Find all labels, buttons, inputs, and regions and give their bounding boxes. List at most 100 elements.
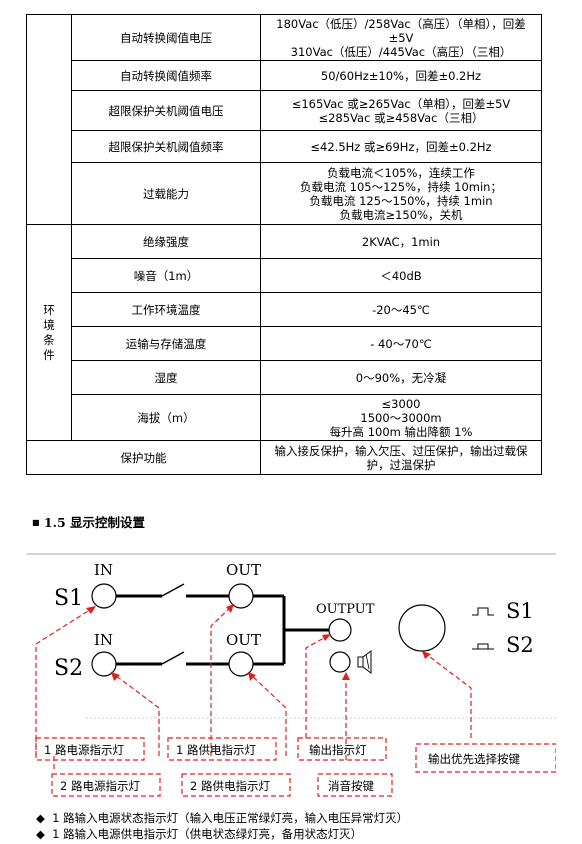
table-row: 保护功能输入接反保护，输入欠压、过压保护，输出过载保护，过温保护 — [26, 440, 542, 475]
note-1-text: 1 路输入电源状态指示灯（输入电压正常绿灯亮，输入电压异常灯灭） — [52, 811, 409, 825]
spec-label: 运输与存储温度 — [71, 326, 261, 361]
table-row: 超限保护关机阈值电压≤165Vac 或≥265Vac（单相），回差±5V≤285… — [27, 90, 542, 131]
callout-boxes — [35, 737, 556, 797]
spec-value-line: 输入接反保护，输入欠压、过压保护，输出过载保 — [274, 443, 528, 458]
spec-value: ＜40dB — [260, 258, 542, 293]
switch-2 — [161, 651, 185, 665]
speaker-icon — [357, 650, 372, 674]
s1-label-left: S1 — [54, 586, 83, 611]
callout-output: 输出指示灯 — [309, 743, 367, 757]
spec-label: 过载能力 — [71, 162, 261, 225]
in-label-bottom: IN — [94, 631, 113, 649]
leader-output — [305, 633, 332, 738]
category-char: 境 — [43, 317, 55, 332]
spec-value-line: 负载电流＜105%，连续工作 — [327, 165, 475, 180]
category-char: 条 — [43, 332, 55, 347]
leader-in1 — [35, 605, 97, 756]
category-cell-power — [26, 14, 72, 225]
spec-value-line: 0～90%，无冷凝 — [355, 370, 447, 385]
in-label-top: IN — [94, 561, 113, 579]
spec-value: ≤42.5Hz 或≥69Hz，回差±0.2Hz — [260, 130, 542, 163]
callout-in1: 1 路电源指示灯 — [44, 743, 124, 757]
table-row: 自动转换阈值频率 50/60Hz±10%，回差±0.2Hz — [27, 60, 542, 91]
panel-svg: IN OUT IN OUT OUTPUT S1 S2 — [26, 553, 556, 797]
spec-value-line: 负载电流 125～150%，持续 1min — [309, 193, 493, 208]
out2-indicator — [228, 651, 254, 677]
table-row: 超限保护关机阈值频率 ≤42.5Hz 或≥69Hz，回差±0.2Hz — [27, 130, 542, 163]
spec-value: 50/60Hz±10%，回差±0.2Hz — [260, 60, 542, 91]
spec-label: 自动转换阈值频率 — [71, 60, 261, 91]
spec-value-line: 负载电流 105～125%，持续 10min； — [300, 179, 502, 194]
spec-value-line: ≤3000 — [381, 396, 421, 411]
spec-value-line: ＜40dB — [380, 268, 422, 283]
spec-value: ≤165Vac 或≥265Vac（单相），回差±5V≤285Vac 或≥458V… — [260, 90, 542, 131]
spec-value-line: 50/60Hz±10%，回差±0.2Hz — [320, 68, 482, 83]
spec-label: 保护功能 — [26, 440, 261, 475]
spec-value-line: -20～45℃ — [372, 302, 430, 317]
callout-out1: 1 路供电指示灯 — [176, 743, 256, 757]
in1-indicator — [91, 583, 117, 609]
spec-value-line: 310Vac（低压）/445Vac（高压）（三相） — [290, 44, 512, 59]
leader-priority — [421, 650, 472, 738]
table-row: 工作环境温度 -20～45℃ — [27, 292, 542, 327]
diamond-bullet-icon: ◆ — [36, 827, 45, 841]
spec-value: 0～90%，无冷凝 — [260, 360, 542, 395]
output-indicator — [328, 618, 352, 642]
s2-label-right: S2 — [506, 633, 534, 657]
category-char: 件 — [43, 347, 55, 362]
heading-text: 1.5 显示控制设置 — [43, 515, 146, 530]
spec-value-line: 1500～3000m — [360, 410, 442, 425]
spec-label: 自动转换阈值电压 — [71, 14, 261, 61]
spec-value-line: 180Vac（低压）/258Vac（高压）（单相），回差±5V — [276, 16, 526, 45]
spec-label: 超限保护关机阈值电压 — [71, 90, 261, 131]
leader-in2 — [110, 671, 160, 756]
spec-value-line: 每升高 100m 输出降额 1% — [329, 424, 473, 439]
spec-value-line: ≤42.5Hz 或≥69Hz，回差±0.2Hz — [310, 139, 492, 154]
category-cell-environment: 环境条件 — [26, 224, 72, 441]
display-panel-diagram: IN OUT IN OUT OUTPUT S1 S2 — [26, 548, 556, 808]
spec-label: 超限保护关机阈值频率 — [71, 130, 261, 163]
mute-button — [329, 651, 351, 673]
spec-value-line: ≤165Vac 或≥265Vac（单相），回差±5V — [291, 96, 511, 111]
s1-button-icon — [472, 607, 494, 616]
spec-value-line: - 40～70℃ — [370, 336, 432, 351]
table-row: 噪音（1m）＜40dB — [27, 258, 542, 293]
category-char: 环 — [43, 302, 55, 317]
s1-label-right: S1 — [506, 599, 534, 623]
s2-label-left: S2 — [54, 656, 83, 681]
spec-value-line: 负载电流≥150%，关机 — [339, 207, 463, 222]
out-label-bottom: OUT — [226, 631, 261, 649]
spec-value-line: 2KVAC，1min — [361, 234, 441, 249]
spec-value: 输入接反保护，输入欠压、过压保护，输出过载保护，过温保护 — [260, 440, 542, 475]
arrowheads — [86, 604, 431, 681]
spec-label: 绝缘强度 — [71, 224, 261, 259]
note-1: ◆ 1 路输入电源状态指示灯（输入电压正常绿灯亮，输入电压异常灯灭） — [36, 810, 408, 826]
out-label-top: OUT — [226, 561, 261, 579]
spec-value: 负载电流＜105%，连续工作负载电流 105～125%，持续 10min；负载电… — [260, 162, 542, 225]
spec-value-line: ≤285Vac 或≥458Vac（三相） — [318, 110, 484, 125]
spec-value: -20～45℃ — [260, 292, 542, 327]
spec-label: 海拔（m） — [71, 394, 261, 441]
note-2: ◆ 1 路输入电源供电指示灯（供电状态绿灯亮，备用状态灯灭） — [36, 826, 362, 842]
callout-in2: 2 路电源指示灯 — [60, 779, 140, 793]
spec-value: 2KVAC，1min — [260, 224, 542, 259]
leader-out2 — [247, 671, 287, 756]
callout-out2: 2 路供电指示灯 — [190, 779, 270, 793]
output-label: OUTPUT — [316, 602, 375, 617]
out1-indicator — [228, 583, 254, 609]
heading-bullet: ■ — [32, 517, 40, 527]
spec-value-line: 护，过温保护 — [366, 457, 436, 472]
section-heading: ■ 1.5 显示控制设置 — [32, 512, 145, 531]
note-2-text: 1 路输入电源供电指示灯（供电状态绿灯亮，备用状态灯灭） — [52, 827, 363, 841]
diamond-bullet-icon: ◆ — [36, 811, 45, 825]
s2-button-icon — [472, 643, 494, 650]
spec-label: 工作环境温度 — [71, 292, 261, 327]
priority-button — [398, 604, 446, 652]
